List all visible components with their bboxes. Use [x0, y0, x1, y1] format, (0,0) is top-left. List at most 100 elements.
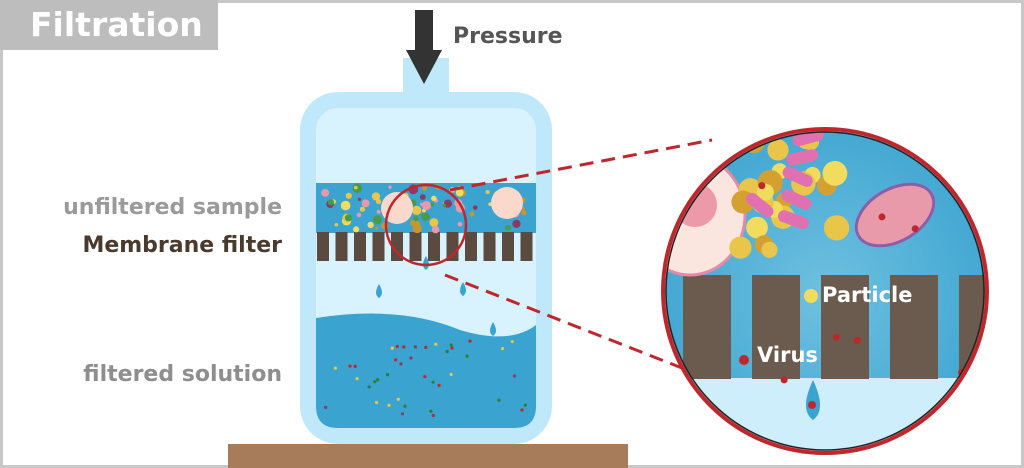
particle-dot [413, 215, 419, 222]
particle-dot [375, 198, 382, 205]
solution-dot [523, 403, 527, 407]
solution-dot [374, 400, 379, 405]
solution-dot [385, 372, 390, 377]
virus-icon [739, 355, 749, 365]
solution-dot [445, 349, 449, 354]
solution-dot [367, 385, 371, 389]
solution-dot [409, 356, 413, 360]
particle-dot [422, 185, 428, 191]
particle-dot [361, 199, 370, 208]
particle-dot [353, 226, 360, 233]
solution-dot [449, 343, 453, 347]
solution-dot [355, 377, 359, 381]
particle-dot [505, 224, 511, 231]
zoomed-virus [878, 213, 886, 221]
particle-dot [340, 200, 351, 211]
particle-dot [345, 192, 352, 199]
solution-dot [324, 405, 328, 409]
filtered-solution [316, 313, 536, 428]
solution-dot [434, 342, 438, 346]
solution-dot [390, 346, 394, 350]
solution-dot [376, 378, 380, 382]
zoomed-virus [758, 182, 766, 190]
zoomed-virus [780, 376, 788, 384]
particle-dot [353, 185, 358, 190]
membrane-bar [483, 232, 496, 261]
particle-dot [412, 205, 422, 215]
solution-dot [510, 339, 514, 344]
particle-dot [521, 207, 526, 211]
solution-dot [413, 345, 418, 349]
particle-dot [334, 222, 339, 227]
solution-dot [423, 375, 427, 379]
membrane-bar [428, 232, 440, 261]
membrane-filter-label: Membrane filter [82, 233, 282, 258]
solution-dot [387, 403, 391, 407]
zoomed-membrane-bar [821, 275, 869, 379]
cell [381, 192, 413, 224]
particle-dot [321, 188, 330, 197]
particle-dot [521, 210, 527, 216]
solution-dot [333, 366, 338, 370]
zoomed-bacterium [781, 189, 812, 210]
pressure-label: Pressure [453, 24, 563, 49]
zoomed-bacterium [786, 149, 819, 166]
particle-dot [512, 219, 521, 228]
zoomed-particle [823, 215, 850, 241]
membrane-bar [409, 232, 422, 261]
membrane-bar [465, 232, 477, 261]
solution-dot [348, 364, 352, 368]
filtered-solution-label: filtered solution [83, 362, 282, 387]
membrane-bar [372, 232, 385, 261]
particle-dot [457, 221, 463, 227]
particle-dot [372, 215, 382, 225]
solution-dot [403, 404, 407, 408]
zoomed-virus [832, 333, 840, 341]
solution-dot [431, 380, 435, 384]
solution-dot [431, 413, 435, 418]
particle-dot [367, 221, 374, 229]
zoomed-particle [729, 236, 752, 259]
particle-dot [472, 205, 478, 210]
cell [491, 187, 523, 219]
particle-dot [412, 223, 422, 234]
solution-dot [437, 383, 441, 387]
particle-dot [419, 194, 426, 200]
particle-dot [388, 185, 392, 189]
particle-icon [804, 289, 818, 303]
zoomed-particle [761, 241, 778, 258]
particle-dot [455, 188, 464, 197]
sample-particles [321, 183, 527, 234]
particle-dot [371, 192, 381, 201]
membrane-bar [520, 232, 533, 261]
particle-dot [431, 195, 437, 201]
solution-dot [399, 362, 403, 366]
zoom-ring [661, 127, 989, 455]
particle-dot [421, 200, 432, 211]
solution-dot [450, 346, 454, 350]
solution-dot [520, 408, 524, 412]
zoomed-bacterium [777, 210, 809, 230]
zoomed-membrane-bar [752, 275, 800, 379]
particle-dot [429, 218, 439, 228]
pressure-arrow-icon [406, 10, 442, 84]
particle-dot [375, 226, 379, 230]
zoomed-bacterium [745, 192, 774, 218]
particle-dot [442, 203, 446, 208]
zoomed-virus [853, 336, 861, 344]
solution-dot [449, 372, 453, 377]
solution-dot [400, 412, 405, 416]
page-title: Filtration [0, 0, 218, 50]
solution-dot [465, 354, 469, 358]
zoomed-particle [822, 160, 848, 186]
solution-dot [429, 409, 433, 413]
zoom-source-ring [384, 183, 468, 267]
particle-dot [421, 212, 430, 222]
solution-dot [373, 380, 377, 384]
solution-dots [324, 339, 527, 418]
zoomed-particle [746, 216, 768, 239]
base-platform [228, 444, 628, 468]
zoomed-bacterium [792, 131, 824, 147]
membrane-bar [446, 232, 459, 261]
solution-dot [395, 344, 399, 349]
